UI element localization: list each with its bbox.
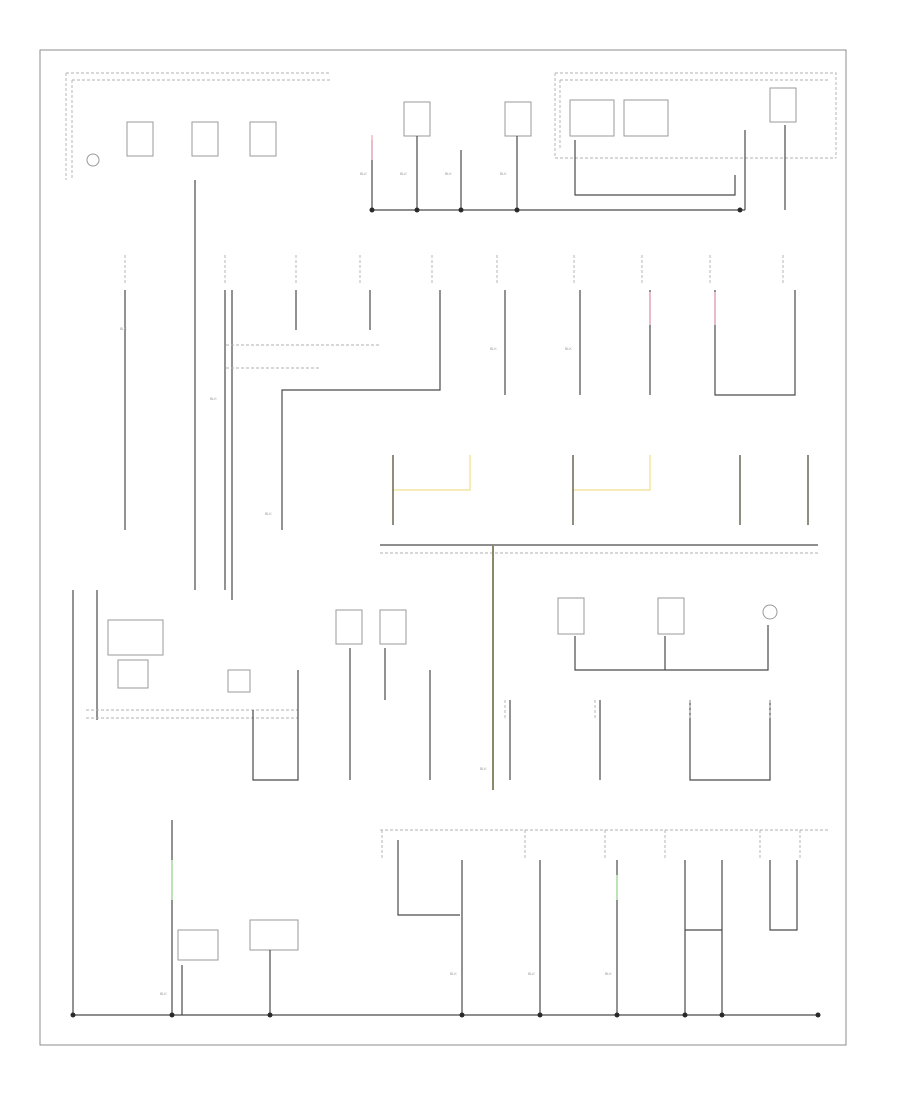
bottom-ground-nodes <box>70 1012 821 1018</box>
svg-text:BLK: BLK <box>528 972 535 976</box>
svg-text:BLK: BLK <box>480 767 487 771</box>
svg-text:BLK: BLK <box>210 397 217 401</box>
svg-text:BLK: BLK <box>400 172 407 176</box>
svg-text:BLK: BLK <box>490 347 497 351</box>
svg-text:BLK: BLK <box>450 972 457 976</box>
svg-text:BLK: BLK <box>120 327 127 331</box>
diagram-border <box>39 49 847 1046</box>
splice-dash-line-1 <box>226 344 380 369</box>
svg-text:BLK: BLK <box>565 347 572 351</box>
bottom-components <box>171 820 801 1015</box>
top-center-components <box>371 101 532 210</box>
row2-components <box>124 180 796 600</box>
svg-text:BLK: BLK <box>445 172 452 176</box>
svg-text:BLK: BLK <box>160 992 167 996</box>
yellow-connector-row <box>392 455 809 525</box>
lower-right-components <box>504 597 778 781</box>
top-left-junction-box <box>65 72 330 180</box>
svg-text:BLK: BLK <box>360 172 367 176</box>
top-right-junction-box <box>554 72 837 210</box>
wire-labels: BLK BLK BLK BLK BLK BLK BLK BLK BLK BLK … <box>120 172 612 996</box>
svg-text:BLK: BLK <box>500 172 507 176</box>
svg-text:BLK: BLK <box>605 972 612 976</box>
lower-left-components <box>72 590 431 1015</box>
top-ground-nodes <box>369 207 743 213</box>
svg-text:BLK: BLK <box>265 512 272 516</box>
